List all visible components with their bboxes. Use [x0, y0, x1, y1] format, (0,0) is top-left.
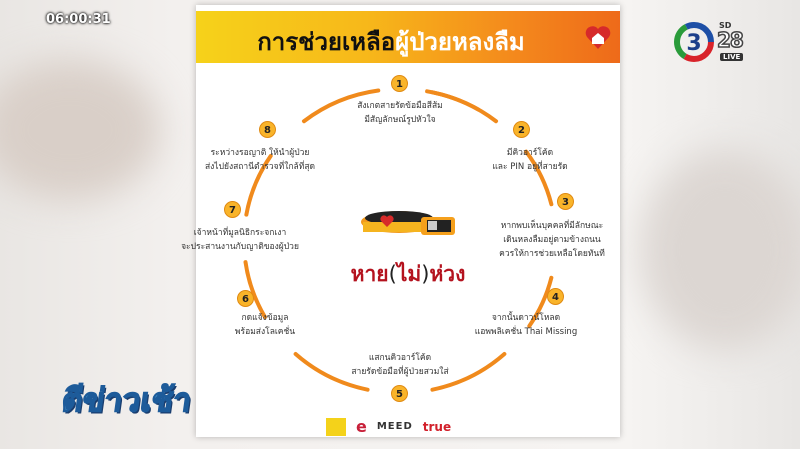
step-text-line: มีคิวอาร์โค้ด — [506, 148, 554, 158]
step-text-line: จะประสานงานกับญาติของผู้ป่วย — [181, 242, 299, 252]
channel-number: 28 — [716, 27, 744, 53]
cycle-arc-segment — [425, 89, 480, 112]
sponsor-logos: e MEED true — [326, 417, 451, 436]
step-number-badge: 6 — [237, 290, 254, 307]
step-description: กดแจ้งข้อมูลพร้อมส่งโลเคชั่น — [235, 311, 295, 339]
step-text-line: แสกนคิวอาร์โค้ด — [368, 353, 432, 363]
tagline-paren: ( — [388, 262, 397, 286]
broadcast-clock: 06:00:31 — [46, 12, 111, 27]
step-text-line: ควรให้การช่วยเหลือโดยทันที — [499, 249, 605, 259]
step-text-line: เดินหลงลืมอยู่ตามข้างถนน — [503, 235, 601, 245]
step-text-line: แอพพลิเคชั่น Thai Missing — [474, 327, 578, 337]
cycle-arc-segment — [527, 275, 554, 328]
sponsor-logo-meed: MEED — [376, 421, 413, 432]
cycle-arc-segment — [301, 88, 381, 124]
infographic-header: การช่วยเหลือผู้ป่วยหลงลืม — [196, 11, 620, 63]
svg-text:3: 3 — [686, 31, 701, 56]
infographic-title: การช่วยเหลือผู้ป่วยหลงลืม — [196, 22, 586, 61]
cycle-arc-segment — [430, 351, 507, 392]
step-number-badge: 5 — [391, 385, 408, 402]
sd-label: SD — [719, 21, 732, 30]
step-text-line: และ PIN อยู่ที่สายรัด — [492, 162, 568, 172]
step-description: เจ้าหน้าที่มูลนิธิกระจกเงาจะประสานงานกับ… — [181, 226, 299, 254]
step-text-line: ส่งไปยังสถานีตำรวจที่ใกล้ที่สุด — [204, 162, 316, 172]
show-logo: ตีข่าวเช้า — [59, 380, 195, 420]
sponsor-logo-true: true — [422, 419, 452, 434]
step-description: สังเกตสายรัดข้อมือสีส้มมีสัญลักษณ์รูปหัว… — [357, 99, 443, 127]
step-number-badge: 7 — [224, 201, 241, 218]
infographic-panel: การช่วยเหลือผู้ป่วยหลงลืม 1 สังเกตสายรัดข… — [181, 5, 620, 437]
step-number-badge: 2 — [513, 121, 530, 138]
heart-home-icon — [585, 26, 611, 49]
tagline-word: ไม่ — [396, 262, 422, 286]
sponsor-logo-e: e — [356, 417, 367, 436]
step-description: แสกนคิวอาร์โค้ดสายรัดข้อมือที่ผู้ป่วยสวม… — [351, 351, 448, 379]
process-cycle-ring — [243, 88, 554, 392]
step-text-line: หากพบเห็นบุคคลที่มีลักษณะ — [500, 221, 604, 231]
step-description: หากพบเห็นบุคคลที่มีลักษณะเดินหลงลืมอยู่ต… — [499, 219, 605, 261]
background-blur — [640, 150, 800, 350]
step-text-line: พร้อมส่งโลเคชั่น — [234, 327, 296, 337]
sponsor-logo-mirror-foundation — [326, 417, 346, 436]
tagline: หาย(ไม่)ห่วง — [196, 258, 620, 291]
cycle-arc-segment — [293, 351, 370, 392]
live-badge: LIVE — [720, 53, 744, 61]
wristband-image — [361, 211, 455, 235]
step-number-badge: 8 — [259, 121, 276, 138]
tagline-paren: ) — [421, 262, 430, 286]
step-text-line: สังเกตสายรัดข้อมือสีส้ม — [357, 101, 443, 111]
channel-3-logo: 3 — [674, 22, 714, 62]
tagline-word: หาย — [350, 262, 389, 286]
title-part1: การช่วยเหลือ — [257, 28, 396, 56]
cycle-arc-segment — [524, 149, 554, 207]
tagline-word: ห่วง — [429, 262, 466, 286]
step-number-badge: 3 — [557, 193, 574, 210]
step-number-badge: 1 — [391, 75, 408, 92]
step-description: ระหว่างรอญาติ ให้นำผู้ป่วยส่งไปยังสถานีต… — [205, 146, 315, 174]
title-part2: ผู้ป่วยหลงลืม — [395, 28, 525, 56]
step-text-line: ระหว่างรอญาติ ให้นำผู้ป่วย — [210, 148, 310, 158]
step-number-badge: 4 — [547, 288, 564, 305]
step-text-line: สายรัดข้อมือที่ผู้ป่วยสวมใส่ — [351, 367, 449, 377]
step-text-line: มีสัญลักษณ์รูปหัวใจ — [364, 115, 436, 125]
step-text-line: กดแจ้งข้อมูล — [241, 313, 289, 323]
cycle-arc-segment — [243, 260, 267, 319]
background-blur — [0, 60, 160, 200]
cycle-arc-segment — [244, 154, 273, 217]
step-text-line: เจ้าหน้าที่มูลนิธิกระจกเงา — [193, 228, 287, 238]
step-text-line: จากนั้นดาวน์โหลด — [491, 313, 561, 323]
step-description: มีคิวอาร์โค้ดและ PIN อยู่ที่สายรัด — [492, 146, 567, 174]
step-description: จากนั้นดาวน์โหลดแอพพลิเคชั่น Thai Missin… — [475, 311, 577, 339]
